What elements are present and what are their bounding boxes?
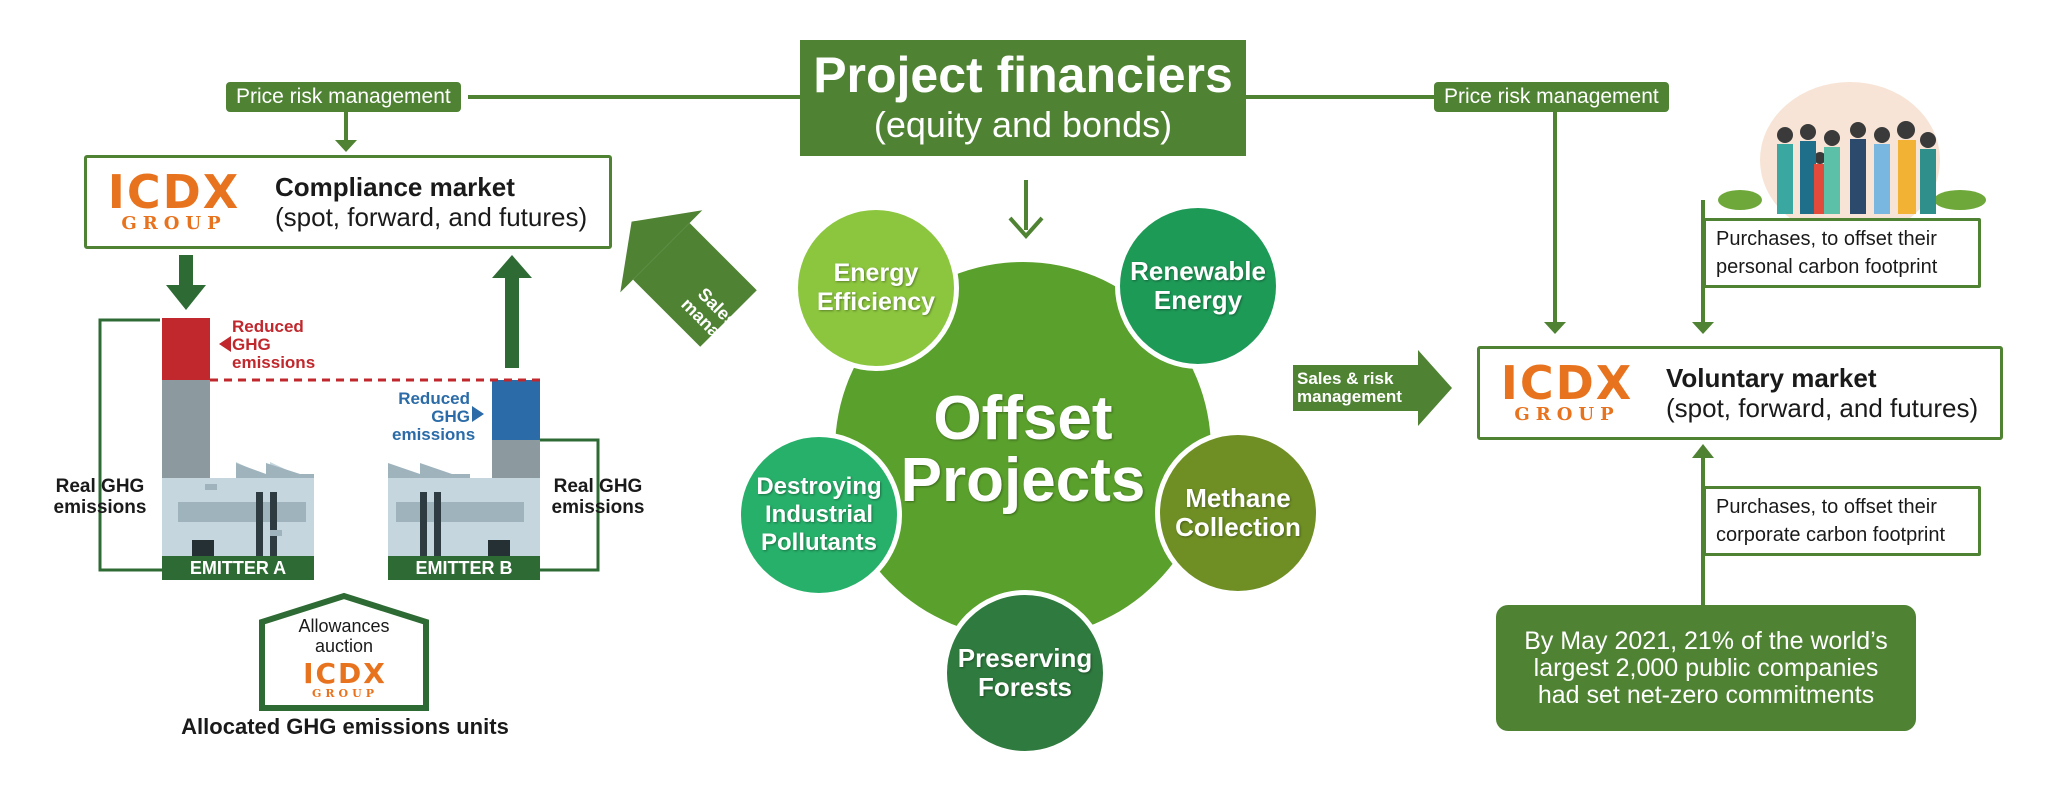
emitter-a-label: EMITTER A — [162, 556, 314, 580]
auction-house-outline — [259, 592, 429, 711]
compliance-arrows — [166, 255, 532, 368]
net-zero-stat-box: By May 2021, 21% of the world’s largest … — [1496, 605, 1916, 731]
offset-title-line2: Projects — [900, 446, 1146, 515]
price-risk-tag-left: Price risk management — [226, 82, 461, 112]
sales-label-right: Sales & risk management — [1297, 369, 1402, 406]
arrowheads — [335, 140, 1714, 458]
compliance-title: Compliance market — [275, 172, 515, 202]
project-financiers-box: Project financiers (equity and bonds) — [800, 40, 1246, 156]
header-title: Project financiers — [813, 47, 1233, 103]
price-risk-tag-right: Price risk management — [1434, 82, 1669, 112]
reduced-ghg-a: Reduced GHG emissions — [232, 317, 316, 372]
compliance-market-box: ICDX GROUP Compliance market (spot, forw… — [84, 155, 612, 249]
icdx-logo-small: ICDX GROUP — [303, 657, 387, 700]
real-ghg-a: Real GHG emissions — [53, 476, 147, 518]
net-zero-stat-text: By May 2021, 21% of the world’s largest … — [1524, 626, 1888, 709]
allocated-units-label: Allocated GHG emissions units — [181, 714, 509, 739]
offset-title-line1: Offset — [933, 384, 1113, 453]
compliance-subtitle: (spot, forward, and futures) — [275, 202, 588, 232]
red-pointer-icon — [219, 336, 231, 352]
header-subtitle: (equity and bonds) — [873, 104, 1173, 145]
emitter-b-label: EMITTER B — [388, 556, 540, 580]
energy-efficiency-circle: Energy Efficiency — [793, 205, 959, 371]
renewable-energy-circle: Renewable Energy — [1115, 203, 1281, 369]
blue-pointer-icon — [472, 406, 484, 422]
reduced-ghg-b: Reduced GHG emissions — [392, 389, 476, 444]
voluntary-market-box: ICDX GROUP Voluntary market (spot, forwa… — [1477, 346, 2003, 440]
sales-arrow-right — [1293, 350, 1452, 426]
purchase-corporate-note: Purchases, to offset their corporate car… — [1703, 486, 1981, 556]
sales-arrow-left — [620, 210, 757, 347]
real-ghg-b: Real GHG emissions — [551, 476, 645, 518]
preserving-forests-circle: Preserving Forests — [942, 590, 1108, 756]
destroying-pollutants-circle: Destroying Industrial Pollutants — [736, 432, 902, 598]
purchase-personal-note: Purchases, to offset their personal carb… — [1703, 218, 1981, 288]
methane-collection-circle: Methane Collection — [1155, 430, 1321, 596]
people-illustration — [1718, 82, 1986, 238]
icdx-logo: ICDX GROUP — [1500, 356, 1634, 425]
voluntary-subtitle: (spot, forward, and futures) — [1666, 393, 1979, 423]
voluntary-title: Voluntary market — [1666, 363, 1877, 393]
icdx-logo: ICDX GROUP — [107, 165, 241, 234]
allowances-auction-label: Allowances auction — [298, 616, 390, 656]
